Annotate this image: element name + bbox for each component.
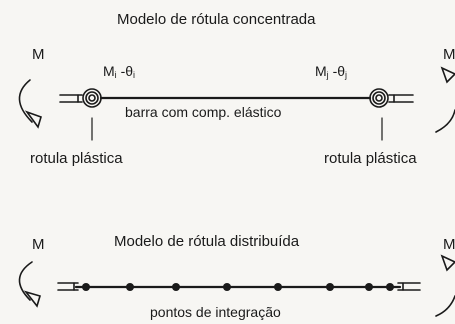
right-spiral-hinge [369, 88, 389, 108]
left-moment-arc [18, 79, 33, 123]
right-moment-arrowhead-2 [440, 254, 455, 272]
plastic-hinge-label-left: rotula plástica [30, 150, 123, 167]
integration-point [172, 283, 180, 291]
integration-point [326, 283, 334, 291]
mi-theta-label: Mi -θi [103, 63, 136, 80]
right-moment-arc-2 [435, 295, 455, 317]
elastic-bar-label: barra com comp. elástico [125, 104, 282, 120]
right-support-2 [397, 282, 421, 291]
integration-point [365, 283, 373, 291]
concentrated-title: Modelo de rótula concentrada [117, 11, 316, 28]
integration-point [82, 283, 90, 291]
moment-label-left-2: M [32, 236, 45, 253]
left-support-2 [57, 282, 79, 291]
integration-point [223, 283, 231, 291]
moment-label-right: M [443, 46, 455, 63]
right-moment-arrowhead [440, 66, 455, 84]
right-moment-arc [435, 109, 455, 133]
mj-theta-label: Mj -θj [315, 63, 348, 80]
moment-label-right-2: M [443, 236, 455, 253]
right-support [388, 94, 414, 103]
left-moment-arrowhead-2 [23, 290, 41, 308]
left-moment-arrowhead [24, 110, 42, 129]
left-moment-arc-2 [18, 261, 33, 301]
concentrated-model [18, 66, 455, 141]
integration-points [82, 283, 394, 291]
integration-point [126, 283, 134, 291]
integration-point [274, 283, 282, 291]
integration-points-label: pontos de integração [150, 304, 281, 320]
integration-point [386, 283, 394, 291]
moment-label-left: M [32, 46, 45, 63]
distributed-title: Modelo de rótula distribuída [114, 233, 300, 250]
left-spiral-hinge [82, 88, 102, 108]
plastic-hinge-label-right: rotula plástica [324, 150, 417, 167]
